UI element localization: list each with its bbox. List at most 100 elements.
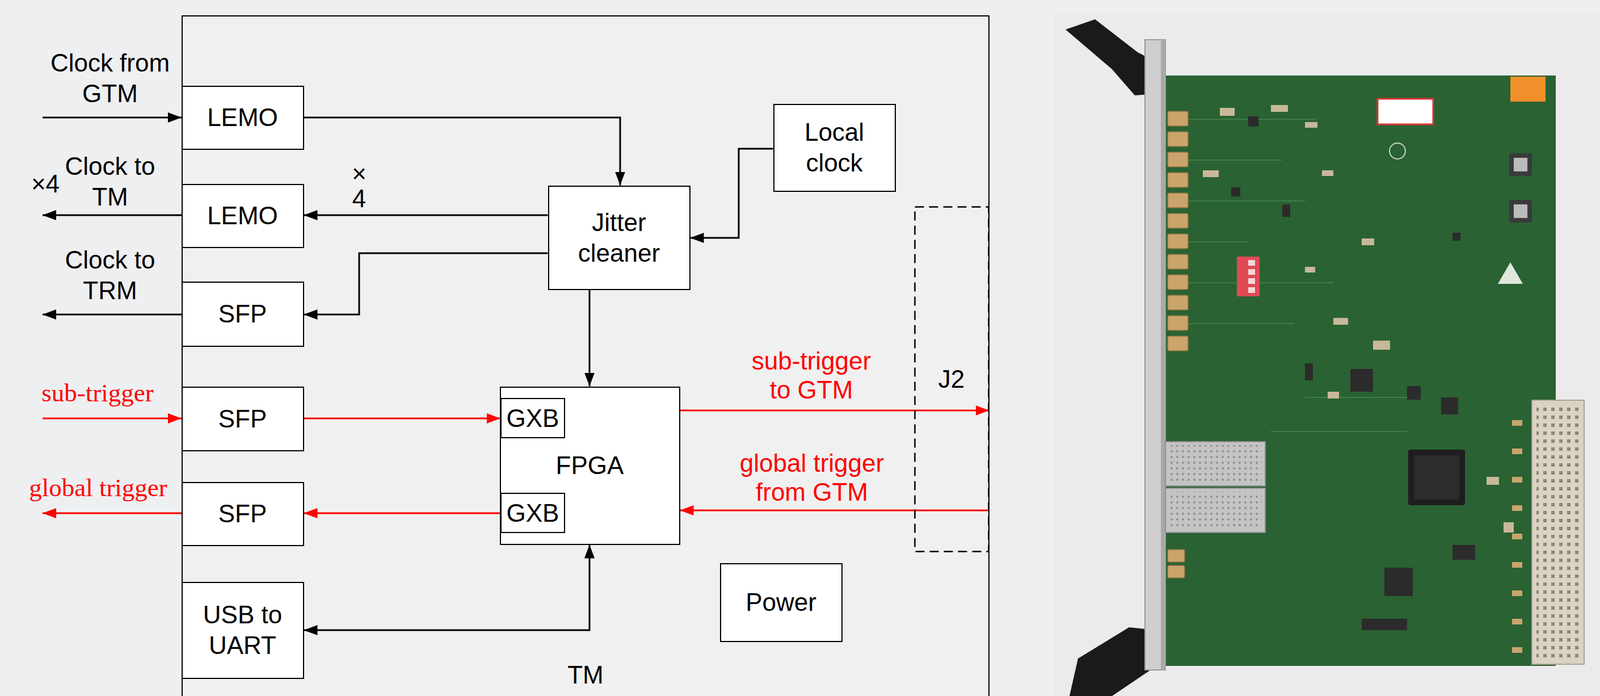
power-box: Power (720, 562, 843, 642)
smd-part (1327, 391, 1340, 399)
smd-part (1270, 104, 1288, 112)
gold-pads (1512, 419, 1523, 653)
multiplicity-mark: ×4 (25, 168, 66, 200)
external-wires (42, 117, 182, 513)
ic (1304, 363, 1313, 381)
pin-header (1361, 618, 1408, 630)
box-label: SFP (218, 498, 268, 529)
smd-part (1304, 266, 1316, 273)
dashed-border (914, 206, 989, 551)
box-label: SFP (218, 298, 268, 330)
box-label: Local clock (774, 116, 895, 179)
oscillator-box: Local clock (773, 103, 896, 192)
top-handle (1065, 19, 1158, 96)
box-label: LEMO (207, 102, 279, 133)
sfp-port: SFP (181, 281, 305, 347)
smd-part (1373, 340, 1391, 350)
ic (1350, 368, 1374, 392)
pad (1512, 448, 1523, 454)
dip-lever (1248, 268, 1256, 275)
inductor-top (1513, 157, 1528, 172)
board-photo (1053, 12, 1600, 696)
lemo-connector: LEMO (181, 183, 305, 248)
trigger-input-wire (42, 417, 182, 420)
box-label: USB to UART (182, 599, 303, 661)
box-label: LEMO (207, 200, 279, 231)
inductor (1509, 153, 1532, 176)
ic (1452, 232, 1461, 241)
box-label: SFP (218, 403, 268, 435)
small-components (1202, 104, 1514, 533)
connector-group (304, 117, 990, 630)
ic (1441, 397, 1459, 415)
sfp-cage (1165, 487, 1266, 533)
lemo-connector: LEMO (181, 85, 305, 150)
lemo-socket (1167, 315, 1189, 331)
orange-header (1510, 76, 1546, 102)
connector-label: global trigger from GTM (729, 448, 895, 507)
signal-connector (304, 417, 501, 420)
smd-part (1219, 107, 1235, 116)
ic (1282, 204, 1291, 217)
signal-connector (304, 214, 549, 217)
lemo-socket (1167, 213, 1189, 229)
logo-circle (1389, 142, 1406, 159)
dip-switch (1236, 256, 1260, 297)
box-label: FPGA (556, 449, 625, 481)
backplane-pins (1536, 403, 1580, 660)
ic (1231, 187, 1241, 197)
pad (1512, 618, 1523, 625)
signal-connector (304, 544, 591, 631)
pcb-trace (1188, 119, 1408, 432)
signal-connector (304, 253, 549, 315)
front-panel-edge (1160, 39, 1166, 670)
sfp-cage-holes (1168, 491, 1262, 529)
signal-connector (304, 512, 501, 515)
signal-connector (680, 409, 990, 412)
usb-uart-bridge: USB to UART (181, 581, 305, 679)
input-wire (42, 116, 182, 119)
signal-connector (680, 509, 990, 512)
pad (1512, 590, 1523, 596)
lemo-socket (1167, 335, 1189, 351)
smd-part (1202, 170, 1219, 178)
trigger-name: sub-trigger (23, 377, 172, 408)
transceiver-block: GXB (500, 492, 566, 533)
sfp-cage-holes (1168, 444, 1262, 483)
dip-lever (1248, 259, 1256, 266)
lemo-socket (1167, 565, 1185, 578)
backplane-connector (1531, 400, 1585, 664)
box-label: GXB (506, 402, 560, 434)
sfp-port: SFP (181, 481, 305, 546)
smd-part (1361, 238, 1375, 246)
transceiver-block: GXB (500, 397, 566, 439)
dark-components (1231, 116, 1476, 630)
sticker (1377, 98, 1434, 125)
lemo-socket (1167, 111, 1189, 126)
smd-part (1486, 476, 1500, 485)
module-ground (181, 15, 990, 696)
smd-part (1503, 521, 1514, 533)
dip-lever (1248, 287, 1256, 293)
fpga-box: GXB GXB FPGA (499, 386, 681, 545)
fpga-chip-top (1413, 455, 1460, 500)
lemo-socket (1167, 233, 1189, 249)
signal-name: Clock to TM (47, 150, 173, 213)
lemo-socket (1167, 549, 1185, 562)
pad (1512, 646, 1523, 653)
ic (1248, 116, 1259, 127)
pad (1512, 504, 1523, 511)
output-wire (42, 313, 182, 316)
pad (1512, 561, 1523, 568)
lemo-socket (1167, 172, 1189, 188)
lemo-socket (1167, 295, 1189, 310)
bottom-handle (1069, 626, 1158, 696)
photo-ground (1053, 12, 1600, 696)
lemo-socket (1167, 131, 1189, 147)
output-wire (42, 214, 182, 217)
front-panel (1144, 39, 1166, 670)
smd-part (1304, 121, 1318, 128)
signal-connector (690, 148, 774, 238)
logo-triangle (1497, 262, 1523, 284)
